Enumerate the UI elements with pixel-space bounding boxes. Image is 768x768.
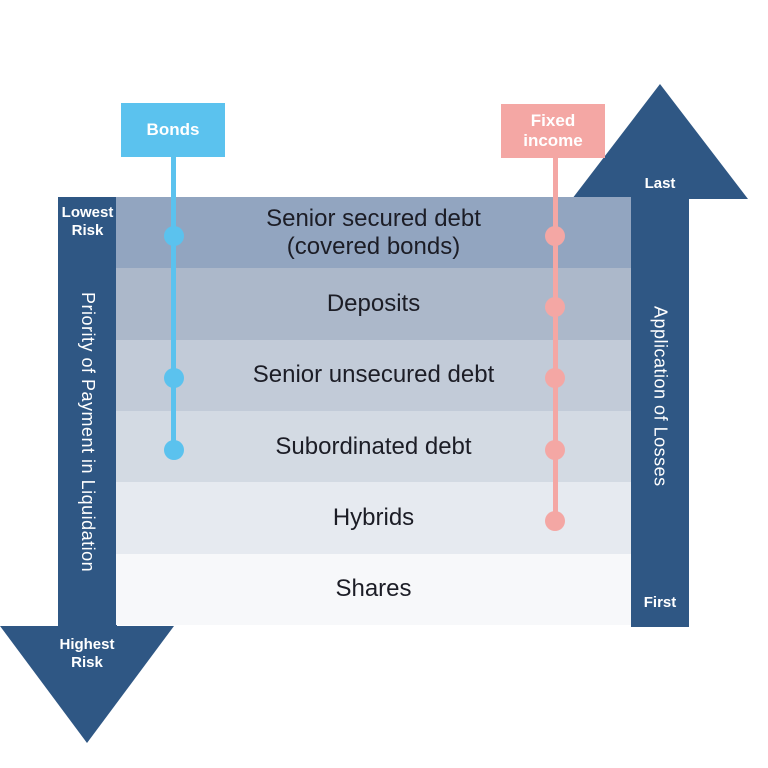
application-of-losses-label: Application of Losses bbox=[650, 305, 671, 487]
bonds-dot bbox=[163, 439, 184, 460]
highest-risk-label: Highest Risk bbox=[59, 636, 115, 671]
seniority-stack: Senior secured debt (covered bonds) Depo… bbox=[116, 197, 631, 625]
tier-senior-unsecured-debt: Senior unsecured debt bbox=[116, 339, 631, 411]
bonds-series-box: Bonds bbox=[121, 103, 225, 157]
fixed-income-dot bbox=[545, 368, 565, 389]
priority-of-payment-label: Priority of Payment in Liquidation bbox=[78, 292, 98, 573]
bonds-dot bbox=[163, 225, 184, 246]
fixed-income-dot bbox=[545, 439, 565, 460]
first-label: First bbox=[643, 594, 677, 611]
right-arrow-shaft: Application of Losses First bbox=[631, 199, 689, 627]
lowest-risk-label: Lowest Risk bbox=[61, 204, 114, 239]
fixed-income-dot bbox=[545, 225, 565, 246]
left-axis-label-wrap: Priority of Payment in Liquidation bbox=[58, 197, 117, 626]
right-axis-label-wrap: Application of Losses bbox=[631, 199, 689, 627]
down-arrowhead-icon: Highest Risk bbox=[0, 626, 174, 743]
tier-senior-secured-debt: Senior secured debt (covered bonds) bbox=[116, 197, 631, 269]
last-label: Last bbox=[644, 175, 676, 192]
fixed-income-dot bbox=[545, 511, 565, 531]
tier-shares: Shares bbox=[116, 553, 631, 625]
fixed-income-series-box: Fixed income bbox=[501, 104, 605, 158]
left-arrow-shaft: Lowest Risk Priority of Payment in Liqui… bbox=[58, 197, 117, 626]
bonds-connector-line bbox=[171, 157, 176, 450]
fixed-income-dot bbox=[545, 297, 565, 317]
bonds-dot bbox=[163, 368, 184, 389]
fixed-income-connector-line bbox=[552, 158, 558, 521]
